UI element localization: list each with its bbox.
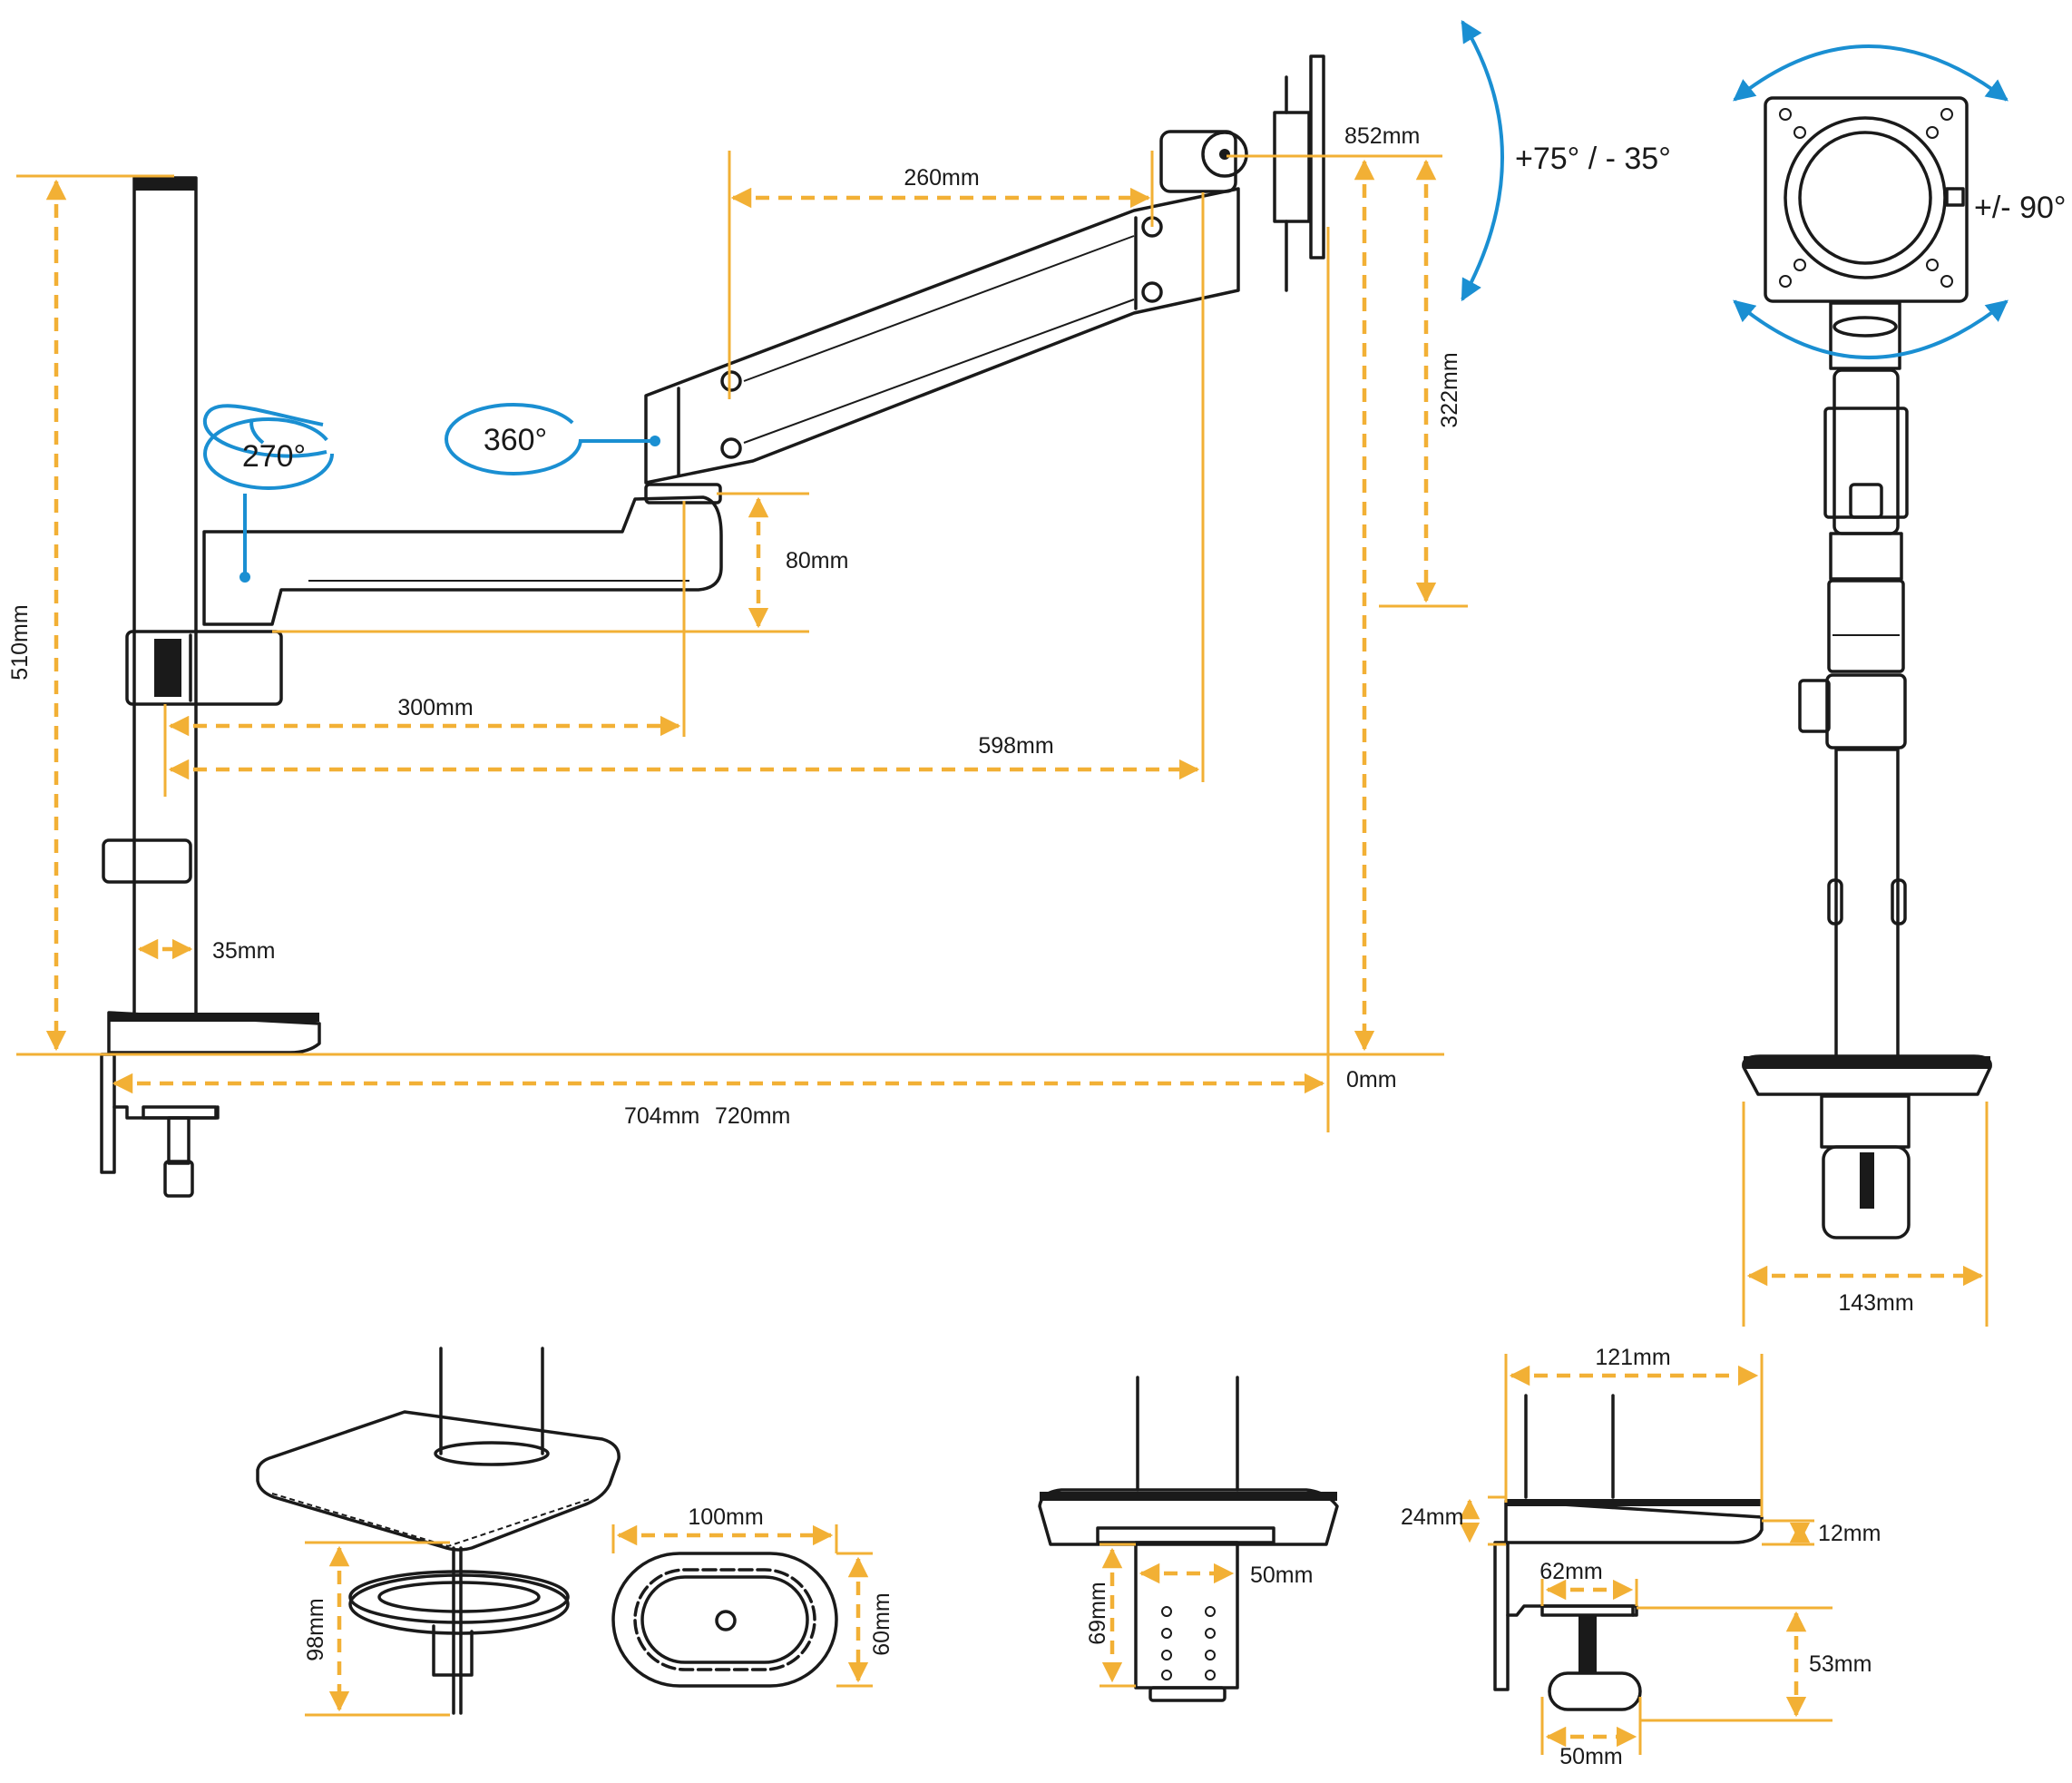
side-view-dimensions <box>16 151 1468 1132</box>
grommet-post <box>1134 1541 1239 1690</box>
desk-clamp-bracket <box>100 1053 116 1174</box>
pole <box>132 176 198 1018</box>
label-60: 60mm <box>869 1592 894 1655</box>
tilt-arc <box>1461 19 1504 302</box>
label-100: 100mm <box>688 1504 763 1530</box>
upper-arm-front <box>1833 368 1900 535</box>
label-510: 510mm <box>7 604 33 680</box>
label-143: 143mm <box>1838 1290 1913 1316</box>
label-98: 98mm <box>303 1598 328 1661</box>
base-perspective <box>256 1410 621 1552</box>
rotation-callouts <box>202 19 1504 583</box>
label-598: 598mm <box>978 733 1053 759</box>
side-view-labels: 510mm 260mm 852mm 322mm 80mm 300mm 598mm… <box>7 123 1671 1129</box>
grommet-top-view: 100mm 60mm <box>611 1504 894 1688</box>
side-view-drawing <box>100 54 1325 1198</box>
grommet-ring-bottom <box>348 1573 570 1635</box>
label-rotation: +/- 90° <box>1974 191 2067 225</box>
label-tilt: +75° / - 35° <box>1515 142 1671 176</box>
label-852: 852mm <box>1344 123 1420 149</box>
label-50-knob: 50mm <box>1559 1744 1622 1769</box>
label-0: 0mm <box>1346 1067 1397 1092</box>
pole-front <box>1834 748 1900 1063</box>
label-53: 53mm <box>1809 1651 1872 1677</box>
label-69: 69mm <box>1085 1582 1110 1644</box>
elbow-front <box>1829 532 1903 581</box>
pole-cap <box>134 178 196 191</box>
pole-swivel-ellipse <box>202 404 327 458</box>
collar-front <box>1825 673 1907 749</box>
clamp-front <box>1820 1094 1911 1149</box>
label-80: 80mm <box>786 548 848 573</box>
front-view-dimensions: +/- 90° 143mm <box>1733 44 2067 1327</box>
label-121: 121mm <box>1595 1345 1670 1370</box>
label-270-deg: 270° <box>242 439 306 474</box>
label-300: 300mm <box>397 695 473 720</box>
rotation-arc-top <box>1733 44 2008 102</box>
clamp-knob <box>1548 1671 1642 1711</box>
label-35: 35mm <box>212 938 275 964</box>
base-perspective-dimensions: 98mm <box>303 1541 450 1717</box>
lower-arm <box>202 495 723 626</box>
clamp-bracket-small <box>1493 1541 1510 1691</box>
cable-clip <box>102 838 192 884</box>
label-12: 12mm <box>1818 1521 1881 1546</box>
grommet-post-view: 69mm 50mm <box>1038 1376 1339 1702</box>
collar-screw <box>154 639 181 697</box>
tilt-joint <box>1159 130 1237 193</box>
label-260: 260mm <box>904 165 979 191</box>
base-side-small <box>1504 1499 1764 1544</box>
label-24: 24mm <box>1401 1504 1463 1530</box>
pole-collar <box>125 630 283 706</box>
label-62: 62mm <box>1539 1559 1602 1584</box>
pole-swivel-arc <box>203 417 334 490</box>
front-view-drawing <box>1742 96 1992 1239</box>
label-704: 704mm <box>624 1103 699 1129</box>
base-perspective-drawing <box>256 1347 621 1715</box>
lower-arm-front <box>1827 579 1905 673</box>
rotation-arc-bottom <box>1733 299 2008 359</box>
clamp-side-view: 121mm 24mm 12mm 62mm 53mm 50mm <box>1401 1345 1881 1769</box>
grommet-ring-top <box>348 1570 570 1624</box>
label-322: 322mm <box>1437 352 1462 427</box>
label-50-post: 50mm <box>1250 1563 1313 1588</box>
grommet-outline <box>611 1552 838 1688</box>
label-360-deg: 360° <box>484 423 547 457</box>
label-720: 720mm <box>715 1103 790 1129</box>
vesa-bracket <box>1273 111 1311 223</box>
base-plate <box>107 1011 321 1054</box>
